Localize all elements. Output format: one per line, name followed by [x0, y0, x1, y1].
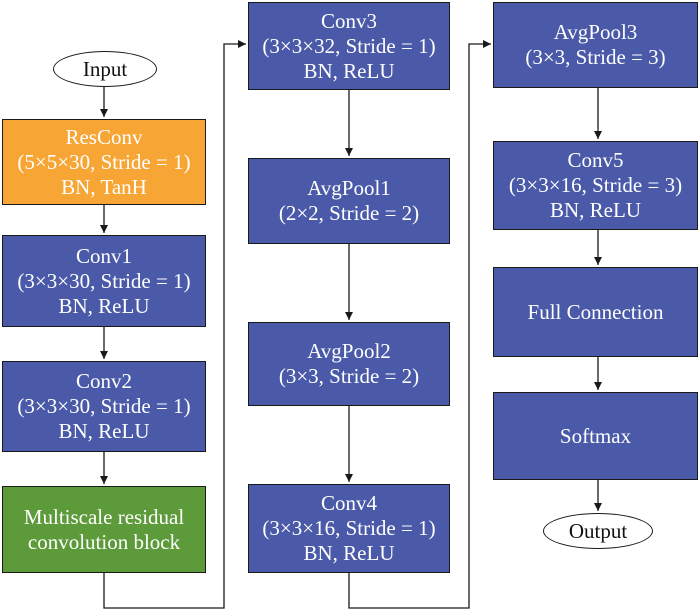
avgpool1-params: (2×2, Stride = 2): [278, 201, 420, 225]
resconv-block: ResConv (5×5×30, Stride = 1) BN, TanH: [2, 119, 206, 205]
conv1-block: Conv1 (3×3×30, Stride = 1) BN, ReLU: [2, 235, 206, 327]
conv1-activation: BN, ReLU: [58, 293, 150, 318]
avgpool3-params: (3×3, Stride = 3): [525, 45, 666, 69]
output-node: Output: [543, 513, 653, 549]
conv1-title: Conv1: [75, 243, 132, 268]
conv5-title: Conv5: [567, 148, 624, 172]
avgpool1-title: AvgPool1: [307, 176, 391, 200]
input-label: Input: [82, 56, 128, 81]
conv4-block: Conv4 (3×3×16, Stride = 1) BN, ReLU: [248, 484, 450, 573]
multiscale-line-2: convolution block: [27, 529, 181, 554]
conv3-title: Conv3: [320, 8, 377, 33]
input-node: Input: [53, 51, 157, 87]
output-label: Output: [568, 518, 628, 543]
conv1-params: (3×3×30, Stride = 1): [17, 268, 191, 293]
conv4-title: Conv4: [320, 491, 377, 515]
softmax-label: Softmax: [559, 423, 632, 448]
resconv-params: (5×5×30, Stride = 1): [17, 149, 191, 174]
full-connection-block: Full Connection: [493, 267, 698, 357]
avgpool1-block: AvgPool1 (2×2, Stride = 2): [248, 158, 450, 244]
conv4-params: (3×3×16, Stride = 1): [262, 516, 436, 540]
arrow-conv4-to-avgpool3: [348, 40, 491, 609]
resconv-activation: BN, TanH: [61, 174, 147, 199]
softmax-block: Softmax: [493, 392, 698, 480]
conv5-activation: BN, ReLU: [550, 198, 641, 222]
full-connection-label: Full Connection: [527, 299, 664, 324]
conv3-block: Conv3 (3×3×32, Stride = 1) BN, ReLU: [248, 2, 450, 90]
avgpool2-params: (3×3, Stride = 2): [278, 364, 420, 388]
resconv-title: ResConv: [65, 124, 143, 149]
conv3-params: (3×3×32, Stride = 1): [262, 33, 436, 58]
avgpool3-title: AvgPool3: [553, 20, 638, 44]
conv2-title: Conv2: [75, 369, 132, 393]
arrow-multiscale-to-conv3: [103, 40, 246, 609]
conv4-activation: BN, ReLU: [303, 541, 395, 565]
avgpool3-block: AvgPool3 (3×3, Stride = 3): [493, 2, 698, 88]
conv2-params: (3×3×30, Stride = 1): [17, 394, 191, 418]
avgpool2-block: AvgPool2 (3×3, Stride = 2): [248, 322, 450, 406]
multiscale-residual-block: Multiscale residual convolution block: [2, 486, 206, 573]
avgpool2-title: AvgPool2: [307, 339, 391, 363]
multiscale-line-1: Multiscale residual: [23, 504, 185, 529]
conv5-params: (3×3×16, Stride = 3): [508, 173, 683, 197]
conv3-activation: BN, ReLU: [303, 58, 395, 83]
conv2-activation: BN, ReLU: [58, 419, 150, 443]
conv5-block: Conv5 (3×3×16, Stride = 3) BN, ReLU: [493, 141, 698, 230]
conv2-block: Conv2 (3×3×30, Stride = 1) BN, ReLU: [2, 361, 206, 452]
